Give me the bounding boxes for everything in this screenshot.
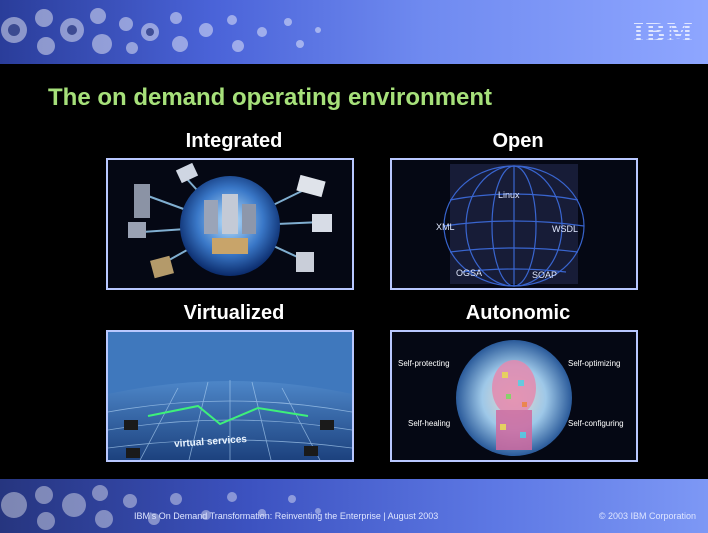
quadrant-label-autonomic: Autonomic [465, 302, 571, 324]
footer-band: IBM's On Demand Transformation: Reinvent… [0, 479, 708, 533]
header-band: IBM [0, 0, 708, 64]
virtualized-grid-illustration: virtual services [108, 332, 352, 460]
term-virtual-services: virtual services [174, 434, 248, 450]
autonomic-head-illustration: Self-protecting Self-optimizing Self-hea… [392, 332, 636, 460]
term-xml: XML [436, 222, 455, 232]
open-globe-illustration: Linux XML WSDL OGSA SOAP [392, 160, 636, 288]
term-self-healing: Self-healing [408, 419, 450, 428]
decorative-dots [1, 8, 321, 55]
virtualized-image: virtual services [106, 330, 354, 462]
quadrant-label-virtualized: Virtualized [183, 302, 285, 324]
autonomic-image: Self-protecting Self-optimizing Self-hea… [390, 330, 638, 462]
footer-caption: IBM's On Demand Transformation: Reinvent… [134, 511, 439, 521]
term-ogsa: OGSA [456, 268, 482, 278]
term-self-protecting: Self-protecting [398, 359, 450, 368]
quadrant-label-open: Open [492, 130, 544, 152]
term-soap: SOAP [532, 270, 557, 280]
term-wsdl: WSDL [552, 224, 578, 234]
term-linux: Linux [498, 190, 520, 200]
integrated-image [106, 158, 354, 290]
open-image: Linux XML WSDL OGSA SOAP [390, 158, 638, 290]
term-self-configuring: Self-configuring [568, 419, 624, 428]
integrated-network-illustration [108, 160, 352, 288]
quadrant-label-integrated: Integrated [185, 130, 283, 152]
footer-decorative-dots [1, 485, 321, 530]
page-title: The on demand operating environment [48, 84, 493, 111]
term-self-optimizing: Self-optimizing [568, 359, 620, 368]
footer-copyright: © 2003 IBM Corporation [598, 511, 696, 521]
ibm-logo: IBM [632, 18, 694, 47]
